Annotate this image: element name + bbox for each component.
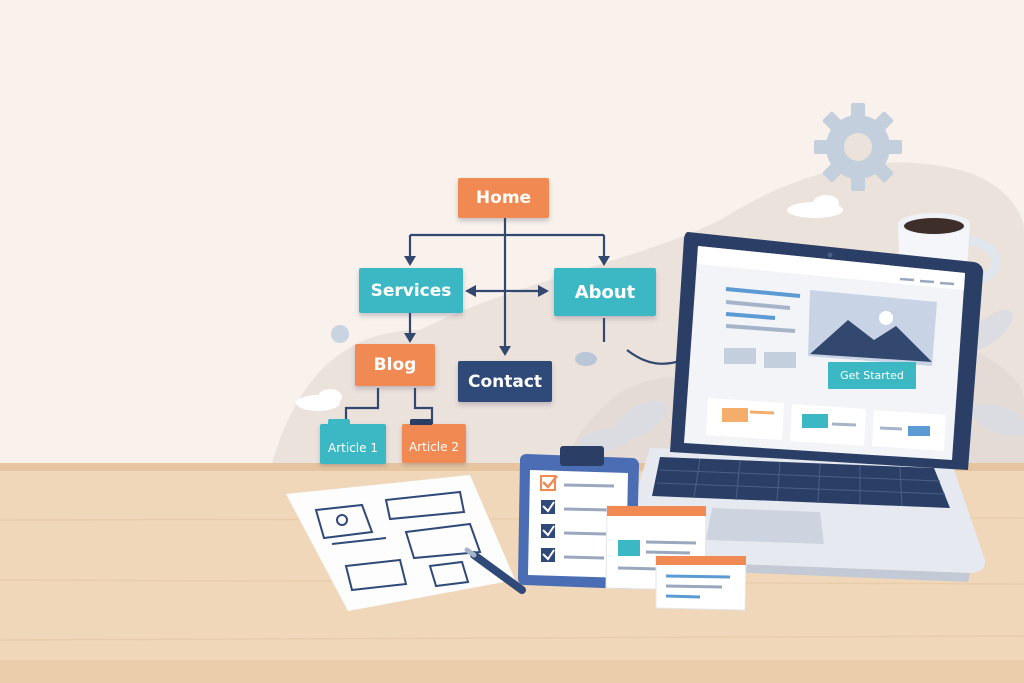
sitemap-node-article-1[interactable]: Article 1 [320,419,386,464]
sitemap-node-article-2-label: Article 2 [409,440,459,454]
web-card-small [655,555,747,611]
get-started-label: Get Started [840,369,904,382]
gear-icon [814,103,902,191]
get-started-button[interactable]: Get Started [828,362,916,389]
sitemap-node-about-label: About [574,281,636,303]
sitemap-node-services[interactable]: Services [359,268,463,313]
sitemap-node-home[interactable]: Home [458,178,549,218]
sitemap-node-article-2[interactable]: Article 2 [402,419,466,463]
sitemap-node-contact[interactable]: Contact [458,361,552,402]
wireframe-sheet-icon [286,475,515,611]
folder-tab [328,419,350,425]
laptop [618,232,986,582]
clipboard-checklist-icon [518,446,639,589]
pen-icon [464,547,526,594]
sitemap-node-about[interactable]: About [554,268,656,316]
sitemap-node-blog[interactable]: Blog [355,344,435,386]
plant-decoration [579,309,1024,452]
cloud-icon [296,195,843,411]
sitemap-node-article-1-label: Article 1 [328,441,378,455]
sitemap-node-blog-label: Blog [373,355,417,375]
sitemap-node-home-label: Home [475,188,532,208]
folder-tab [410,419,432,425]
sitemap-node-services-label: Services [370,280,452,301]
sitemap-node-contact-label: Contact [467,371,543,392]
